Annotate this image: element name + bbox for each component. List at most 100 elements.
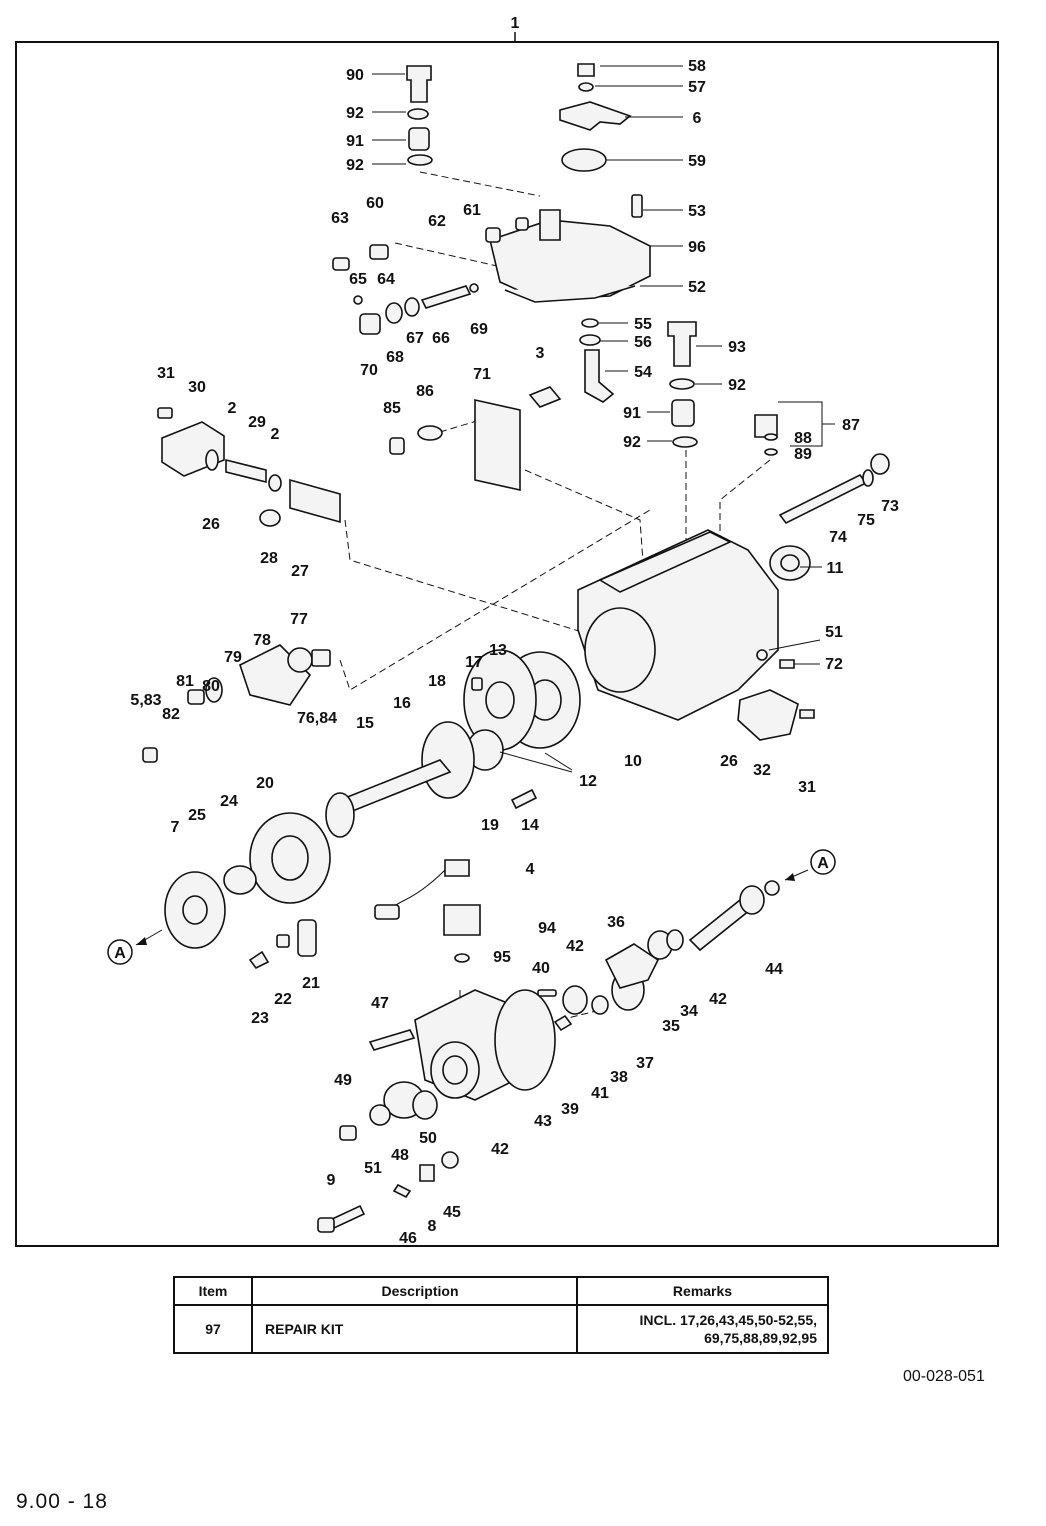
callout: 64	[377, 271, 395, 288]
callout: 40	[532, 960, 550, 977]
callout: 67	[406, 330, 424, 347]
callout: 69	[470, 321, 488, 338]
callout: 13	[489, 642, 507, 659]
callout: 2	[271, 426, 280, 443]
callout: 42	[491, 1141, 509, 1158]
callout: 30	[188, 379, 206, 396]
callout: 59	[688, 153, 706, 170]
callout: 39	[561, 1101, 579, 1118]
callout: 45	[443, 1204, 461, 1221]
marker-a-right	[784, 849, 836, 881]
callout: 12	[579, 773, 597, 790]
callout: 90	[346, 67, 364, 84]
callout: 46	[399, 1230, 417, 1247]
callout: 61	[463, 202, 481, 219]
callout: 31	[798, 779, 816, 796]
callout: 58	[688, 58, 706, 75]
callout: 11	[827, 560, 844, 577]
callout: A	[817, 855, 829, 872]
callout: 3	[536, 345, 545, 362]
callout: 47	[371, 995, 389, 1012]
callout: 4	[526, 861, 535, 878]
callout: 54	[634, 364, 652, 381]
callout: 19	[481, 817, 499, 834]
callout: 87	[842, 417, 860, 434]
callout: 32	[753, 762, 771, 779]
callout: 52	[688, 279, 706, 296]
callout: 53	[688, 203, 706, 220]
remarks-line: 69,75,88,89,92,95	[704, 1330, 817, 1346]
callout: 92	[623, 434, 641, 451]
callout: 71	[473, 366, 491, 383]
callout: 56	[634, 334, 652, 351]
callout: 36	[607, 914, 625, 931]
parts-table: Item Description Remarks 97 REPAIR KIT I…	[173, 1276, 829, 1354]
callout: 96	[688, 239, 706, 256]
drive-shaft-group	[164, 649, 581, 970]
marker-a-left	[107, 929, 163, 965]
left-subassemblies	[142, 386, 562, 763]
callout: 26	[202, 516, 220, 533]
callout: 72	[825, 656, 843, 673]
callout: 49	[334, 1072, 352, 1089]
callout: 94	[538, 920, 556, 937]
callout: 50	[419, 1130, 437, 1147]
callout: 25	[188, 807, 206, 824]
callout: 31	[157, 365, 175, 382]
callout: 26	[720, 753, 738, 770]
callout: 27	[291, 563, 309, 580]
callout: 81	[176, 673, 194, 690]
callout: 17	[465, 654, 483, 671]
callout: 62	[428, 213, 446, 230]
table-row: 97 REPAIR KIT INCL. 17,26,43,45,50-52,55…	[173, 1304, 829, 1354]
callout: 44	[765, 961, 783, 978]
document-number: 00-028-051	[903, 1368, 985, 1385]
callout: 42	[566, 938, 584, 955]
callout: 66	[432, 330, 450, 347]
callout: 77	[290, 611, 308, 628]
callout: 10	[624, 753, 642, 770]
callout: A	[114, 945, 126, 962]
callout: 92	[346, 105, 364, 122]
cell-description: REPAIR KIT	[251, 1304, 578, 1354]
remarks-line: INCL. 17,26,43,45,50-52,55,	[639, 1312, 817, 1328]
page-number: 9.00 - 18	[16, 1490, 108, 1513]
callout: 78	[253, 632, 271, 649]
column-header-item: Item	[173, 1276, 253, 1306]
cell-item: 97	[173, 1304, 253, 1354]
leader-lines	[372, 65, 835, 773]
callout: 85	[383, 400, 401, 417]
callout: 42	[709, 991, 727, 1008]
callout: 92	[346, 157, 364, 174]
callout: 24	[220, 793, 238, 810]
callout: 55	[634, 316, 652, 333]
assembly-callout: 1	[511, 15, 520, 32]
callout: 92	[728, 377, 746, 394]
table-header-row: Item Description Remarks	[173, 1276, 829, 1306]
callout: 15	[356, 715, 374, 732]
callout: 41	[591, 1085, 609, 1102]
callout: 75	[857, 512, 875, 529]
callout: 6	[693, 110, 702, 127]
callout-labels: 1 90 58 57 92 6 91 92 59 60 61 53 63 62 …	[114, 15, 899, 1247]
callout: 21	[302, 975, 320, 992]
callout: 23	[251, 1010, 269, 1027]
callout: 34	[680, 1003, 698, 1020]
callout: 79	[224, 649, 242, 666]
callout: 29	[248, 414, 266, 431]
callout: 86	[416, 383, 434, 400]
callout: 18	[428, 673, 446, 690]
callout: 5,83	[130, 692, 161, 709]
callout: 65	[349, 271, 367, 288]
callout: 82	[162, 706, 180, 723]
callout: 20	[256, 775, 274, 792]
callout: 37	[636, 1055, 654, 1072]
callout: 95	[493, 949, 511, 966]
callout: 74	[829, 529, 847, 546]
callout: 89	[794, 446, 812, 463]
callout: 73	[881, 498, 899, 515]
callout: 7	[171, 819, 180, 836]
governor-cover-group	[332, 63, 698, 448]
callout: 57	[688, 79, 706, 96]
callout: 93	[728, 339, 746, 356]
